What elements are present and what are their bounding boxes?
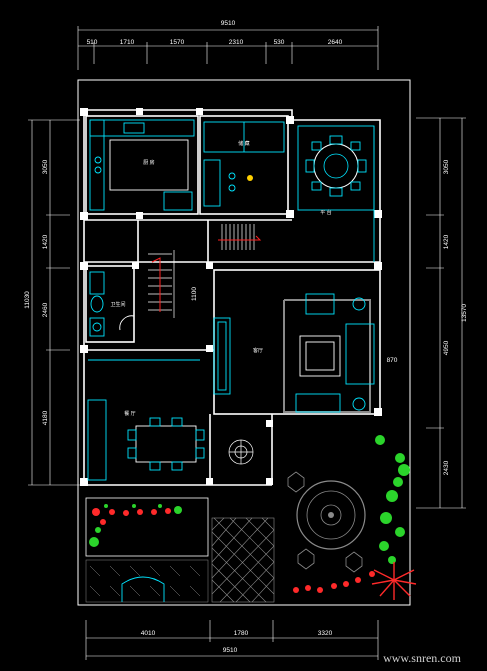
room-label-living: 客厅	[253, 347, 263, 354]
garden-flowers-bottom	[293, 571, 375, 593]
palm-tree-icon	[371, 562, 417, 600]
living-room-furniture	[213, 293, 375, 413]
dim-right-1: 3050	[443, 159, 450, 174]
dim-left-1: 3050	[42, 159, 49, 174]
dim-top-5: 530	[274, 39, 285, 46]
dim-top-3: 1570	[170, 39, 185, 46]
paving-courtyard-left	[85, 559, 209, 603]
dim-bottom-1: 4010	[141, 630, 156, 637]
dim-bottom-total: 9510	[223, 647, 238, 654]
building-walls	[83, 109, 381, 486]
watermark: www.snren.com	[383, 651, 462, 665]
dim-bottom-3: 3320	[318, 630, 333, 637]
dining-furniture	[87, 359, 205, 481]
dim-right-2: 1420	[443, 234, 450, 249]
storage-fixture	[247, 175, 253, 181]
bathroom-fixtures	[89, 271, 135, 337]
dim-left-3: 2460	[42, 302, 49, 317]
room-label-kitchen: 厨 房	[143, 159, 154, 166]
stair-direction-arrow	[151, 235, 262, 312]
kitchen-furniture	[89, 119, 195, 211]
dim-top-1: 510	[87, 39, 98, 46]
dim-right-4: 2430	[443, 460, 450, 475]
paving-walkway	[211, 517, 275, 603]
dim-bottom-2: 1780	[234, 630, 249, 637]
room-label-dining: 餐 厅	[124, 410, 135, 417]
dim-right-3: 4950	[443, 340, 450, 355]
room-label-storage: 储 藏	[238, 140, 249, 147]
garden-arch	[121, 576, 165, 602]
room-label-bathroom: 卫生间	[110, 301, 125, 308]
dim-top-total: 9510	[221, 20, 236, 27]
staircase	[148, 224, 255, 318]
dim-left-2: 1420	[42, 234, 49, 249]
terrace-area	[297, 125, 375, 262]
dim-side-offset: 870	[387, 357, 398, 364]
entrance-medallion	[228, 439, 254, 465]
dim-top-6: 2640	[328, 39, 343, 46]
garden-lawn-left	[85, 497, 209, 557]
structural-columns	[80, 108, 382, 486]
right-dimension-lines	[416, 117, 466, 509]
dim-stair-width: 1100	[191, 287, 198, 301]
dim-left-total: 11030	[24, 291, 31, 309]
storage-furniture	[203, 121, 285, 207]
site-boundary	[77, 79, 411, 606]
room-label-terrace: 平 台	[320, 209, 331, 216]
dim-right-total: 13570	[461, 304, 468, 322]
bottom-dimension-lines	[85, 620, 379, 660]
circular-plaza	[287, 471, 366, 573]
dim-top-2: 1710	[120, 39, 135, 46]
top-dimension-lines	[77, 26, 379, 70]
left-dimension-lines	[28, 119, 80, 486]
dim-top-4: 2310	[229, 39, 244, 46]
garden-shrubs-right	[375, 435, 410, 564]
dim-left-4: 4180	[42, 410, 49, 425]
